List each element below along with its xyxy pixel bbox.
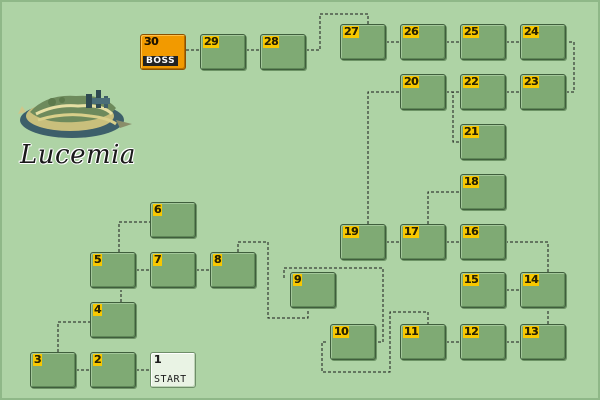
stage-node-24[interactable]: 24 <box>520 24 566 60</box>
stage-number: 19 <box>343 225 360 238</box>
stage-node-12[interactable]: 12 <box>460 324 506 360</box>
stage-number: 5 <box>93 253 103 266</box>
stage-number: 4 <box>93 303 103 316</box>
stage-node-27[interactable]: 27 <box>340 24 386 60</box>
stage-number: 27 <box>343 25 360 38</box>
stage-number: 2 <box>93 353 103 366</box>
stage-number: 20 <box>403 75 420 88</box>
stage-node-15[interactable]: 15 <box>460 272 506 308</box>
stage-node-7[interactable]: 7 <box>150 252 196 288</box>
stage-node-20[interactable]: 20 <box>400 74 446 110</box>
stage-number: 8 <box>213 253 223 266</box>
stage-number: 16 <box>463 225 480 238</box>
stage-number: 18 <box>463 175 480 188</box>
stage-number: 26 <box>403 25 420 38</box>
stage-number: 24 <box>523 25 540 38</box>
stage-node-19[interactable]: 19 <box>340 224 386 260</box>
stage-number: 3 <box>33 353 43 366</box>
stage-node-11[interactable]: 11 <box>400 324 446 360</box>
stage-node-22[interactable]: 22 <box>460 74 506 110</box>
stage-node-25[interactable]: 25 <box>460 24 506 60</box>
stage-node-23[interactable]: 23 <box>520 74 566 110</box>
stage-node-18[interactable]: 18 <box>460 174 506 210</box>
stage-node-13[interactable]: 13 <box>520 324 566 360</box>
stage-number: 12 <box>463 325 480 338</box>
castle-island-icon <box>18 90 132 138</box>
world-logo: Lucemia <box>16 86 142 178</box>
stage-number: 1 <box>154 353 162 366</box>
stage-number: 15 <box>463 273 480 286</box>
stage-number: 13 <box>523 325 540 338</box>
stage-number: 10 <box>333 325 350 338</box>
stage-number: 6 <box>153 203 163 216</box>
stage-node-5[interactable]: 5 <box>90 252 136 288</box>
stage-node-14[interactable]: 14 <box>520 272 566 308</box>
stage-node-10[interactable]: 10 <box>330 324 376 360</box>
stage-number: 7 <box>153 253 163 266</box>
stage-node-6[interactable]: 6 <box>150 202 196 238</box>
start-label: START <box>154 374 187 385</box>
stage-node-29[interactable]: 29 <box>200 34 246 70</box>
stage-node-17[interactable]: 17 <box>400 224 446 260</box>
stage-node-2[interactable]: 2 <box>90 352 136 388</box>
stage-number: 28 <box>263 35 280 48</box>
stage-node-26[interactable]: 26 <box>400 24 446 60</box>
stage-number: 22 <box>463 75 480 88</box>
stage-number: 29 <box>203 35 220 48</box>
stage-number: 11 <box>403 325 420 338</box>
stage-number: 9 <box>293 273 303 286</box>
world-name: Lucemia <box>20 140 136 170</box>
stage-node-16[interactable]: 16 <box>460 224 506 260</box>
stage-number: 14 <box>523 273 540 286</box>
stage-number: 17 <box>403 225 420 238</box>
stage-node-28[interactable]: 28 <box>260 34 306 70</box>
stage-node-4[interactable]: 4 <box>90 302 136 338</box>
stage-node-9[interactable]: 9 <box>290 272 336 308</box>
stage-number: 25 <box>463 25 480 38</box>
stage-number: 21 <box>463 125 480 138</box>
stage-node-8[interactable]: 8 <box>210 252 256 288</box>
boss-label: BOSS <box>143 56 179 66</box>
stage-number: 23 <box>523 75 540 88</box>
stage-node-21[interactable]: 21 <box>460 124 506 160</box>
stage-number: 30 <box>144 35 159 48</box>
stage-node-3[interactable]: 3 <box>30 352 76 388</box>
